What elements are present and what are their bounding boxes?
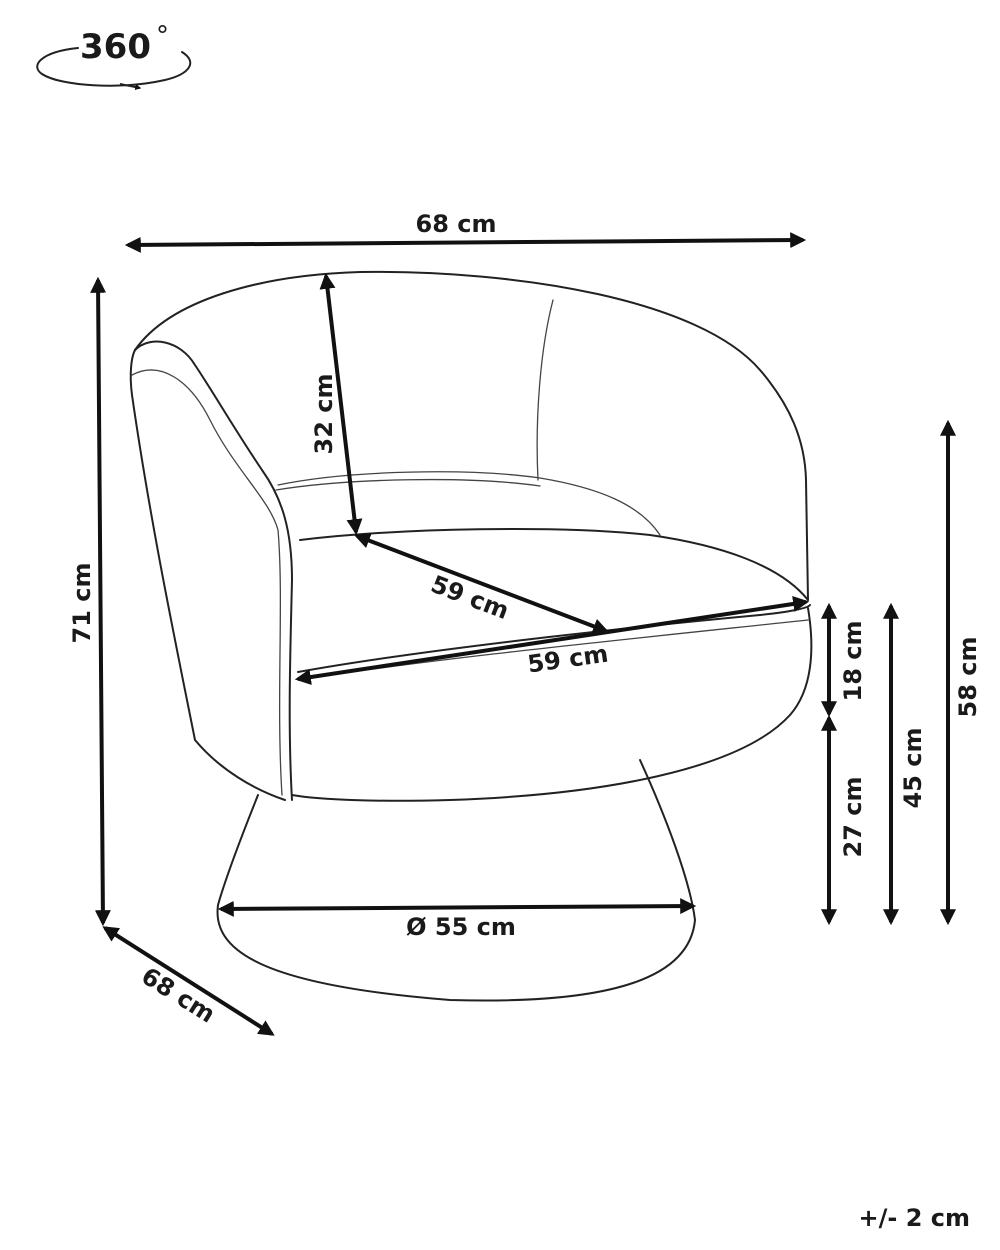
back-seam <box>536 299 554 481</box>
rotation-arrow <box>119 83 142 91</box>
inner-back-bottom <box>277 471 661 536</box>
left-arm-outer <box>129 349 286 801</box>
base-diameter-line <box>217 898 697 917</box>
overall-height-label: 71 cm <box>68 563 96 644</box>
arm-height-label: 58 cm <box>954 637 982 718</box>
backrest-shell <box>134 270 809 601</box>
tolerance-label: +/- 2 cm <box>859 1204 970 1232</box>
rotation-arc <box>36 47 192 87</box>
pedestal-base <box>216 759 696 1002</box>
depth-dimension-line <box>102 926 275 1036</box>
base-height-label: 27 cm <box>839 777 867 858</box>
rotation-label: 360 <box>80 27 151 67</box>
left-arm-seam <box>131 369 283 796</box>
dimension-lines <box>90 232 956 1036</box>
seat-front-face <box>291 607 813 802</box>
left-arm-roll <box>134 340 293 801</box>
seat-height-label: 45 cm <box>899 728 927 809</box>
rotation-360-icon: 360 ° <box>36 21 192 91</box>
overall-width-label: 68 cm <box>416 210 497 238</box>
seat-thickness-label: 18 cm <box>839 621 867 702</box>
dimension-labels: 68 cm 71 cm 68 cm 32 cm 59 cm 59 cm 18 c… <box>68 210 982 1232</box>
base-diameter-label: Ø 55 cm <box>406 913 516 941</box>
backrest-height-line <box>319 272 363 536</box>
seat-top-back <box>299 527 809 601</box>
degree-symbol: ° <box>156 21 169 51</box>
backrest-height-label: 32 cm <box>310 374 338 455</box>
width-dimension-line <box>124 232 807 253</box>
height-dimension-line <box>90 276 111 927</box>
seat-width-line <box>294 596 810 685</box>
inner-back-bottom-2 <box>275 478 541 491</box>
seat-width-label: 59 cm <box>526 640 610 679</box>
armchair-outline <box>129 270 813 1002</box>
